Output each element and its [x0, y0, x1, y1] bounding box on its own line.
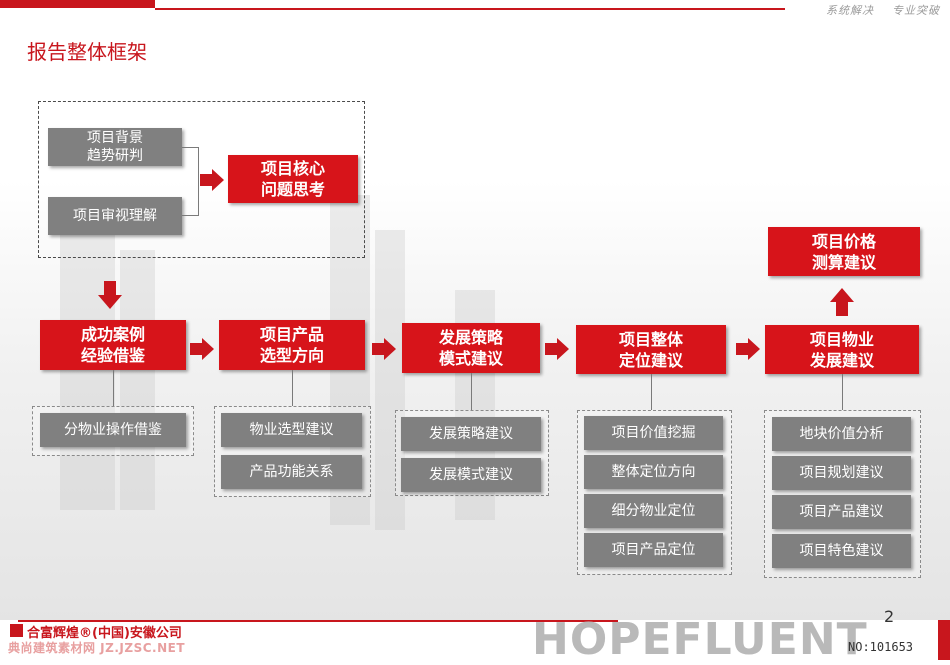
stage-connector [471, 373, 472, 410]
background-building [120, 250, 155, 510]
detail-item: 地块价值分析 [772, 417, 911, 451]
company-name: 合富辉煌®(中国)安徽公司 [27, 626, 182, 641]
background-building [60, 230, 115, 510]
detail-item: 项目产品定位 [584, 533, 723, 567]
arrow-right-icon [190, 338, 214, 360]
bracket-top [182, 147, 198, 148]
company-logo-icon [10, 624, 23, 637]
header-red-line [155, 8, 785, 10]
watermark-website: 典尚建筑素材网 JZ.JZSC.NET [8, 641, 186, 655]
page-number: 2 [884, 607, 895, 626]
detail-item: 发展策略建议 [401, 417, 541, 451]
header-red-bar [0, 0, 155, 8]
stage-box-strategy: 发展策略 模式建议 [402, 323, 540, 373]
price-estimate-box: 项目价格 测算建议 [768, 227, 920, 276]
arrow-right-icon [545, 338, 569, 360]
background-building [375, 230, 405, 530]
footer-red-line [18, 620, 618, 622]
detail-item: 物业选型建议 [221, 413, 362, 447]
arrow-right-icon [200, 169, 224, 191]
footer-red-block [938, 620, 950, 660]
stage-box-property-development: 项目物业 发展建议 [765, 325, 919, 374]
detail-item: 发展模式建议 [401, 458, 541, 492]
document-number: NO:101653 [848, 640, 914, 654]
arrow-right-icon [372, 338, 396, 360]
page-title: 报告整体框架 [27, 40, 147, 64]
detail-item: 项目特色建议 [772, 534, 911, 568]
bracket-bottom [182, 215, 198, 216]
bracket-vertical [198, 147, 199, 216]
detail-item: 项目规划建议 [772, 456, 911, 490]
detail-item: 产品功能关系 [221, 455, 362, 489]
stage-box-positioning: 项目整体 定位建议 [576, 325, 726, 374]
brand-logo-text: HOPEFLUENT [532, 614, 868, 665]
stage-box-product: 项目产品 选型方向 [219, 320, 365, 370]
stage-connector [842, 374, 843, 410]
arrow-up-icon [830, 288, 854, 316]
stage-box-cases: 成功案例 经验借鉴 [40, 320, 186, 370]
stage-connector [292, 370, 293, 406]
input-box-background: 项目背景 趋势研判 [48, 128, 182, 166]
detail-item: 分物业操作借鉴 [40, 413, 186, 447]
arrow-right-icon [736, 338, 760, 360]
core-question-box: 项目核心 问题思考 [228, 155, 358, 203]
detail-item: 项目价值挖掘 [584, 416, 723, 450]
arrow-down-icon [98, 281, 122, 309]
input-box-review: 项目审视理解 [48, 197, 182, 235]
stage-connector [113, 370, 114, 406]
detail-item: 细分物业定位 [584, 494, 723, 528]
slogan: 系统解决 专业突破 [826, 4, 940, 17]
top-group-frame [38, 101, 365, 258]
stage-connector [651, 374, 652, 410]
detail-item: 整体定位方向 [584, 455, 723, 489]
detail-item: 项目产品建议 [772, 495, 911, 529]
